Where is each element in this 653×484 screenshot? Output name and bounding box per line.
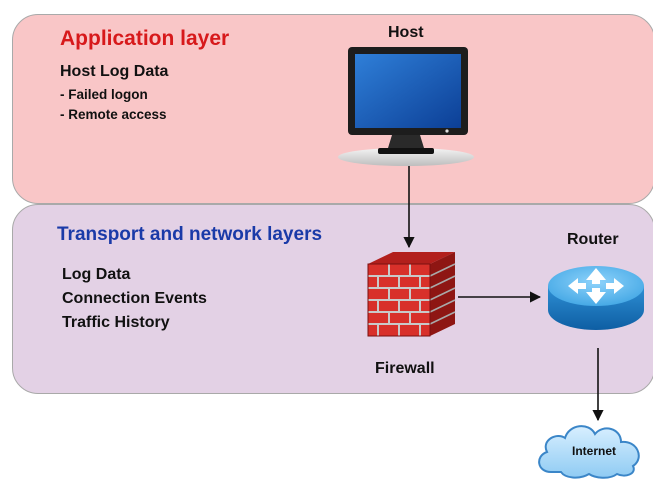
network-log-item: Traffic History xyxy=(62,314,170,331)
brick-wall-icon xyxy=(367,252,456,337)
host-log-data-heading: Host Log Data xyxy=(60,63,169,80)
network-log-item: Connection Events xyxy=(62,290,207,307)
application-layer-panel xyxy=(12,14,653,204)
host-log-item: - Remote access xyxy=(60,107,167,122)
network-layer-title: Transport and network layers xyxy=(57,224,323,245)
host-label: Host xyxy=(388,24,424,41)
router-label: Router xyxy=(567,231,619,248)
application-layer-title: Application layer xyxy=(60,27,230,50)
router-icon xyxy=(548,266,644,330)
internet-label: Internet xyxy=(572,444,617,458)
cloud-icon xyxy=(538,425,640,479)
host-log-item: - Failed logon xyxy=(60,87,148,102)
network-log-item: Log Data xyxy=(62,266,131,283)
firewall-label: Firewall xyxy=(375,360,435,377)
network-layer-panel xyxy=(12,204,653,394)
monitor-icon xyxy=(338,47,474,166)
